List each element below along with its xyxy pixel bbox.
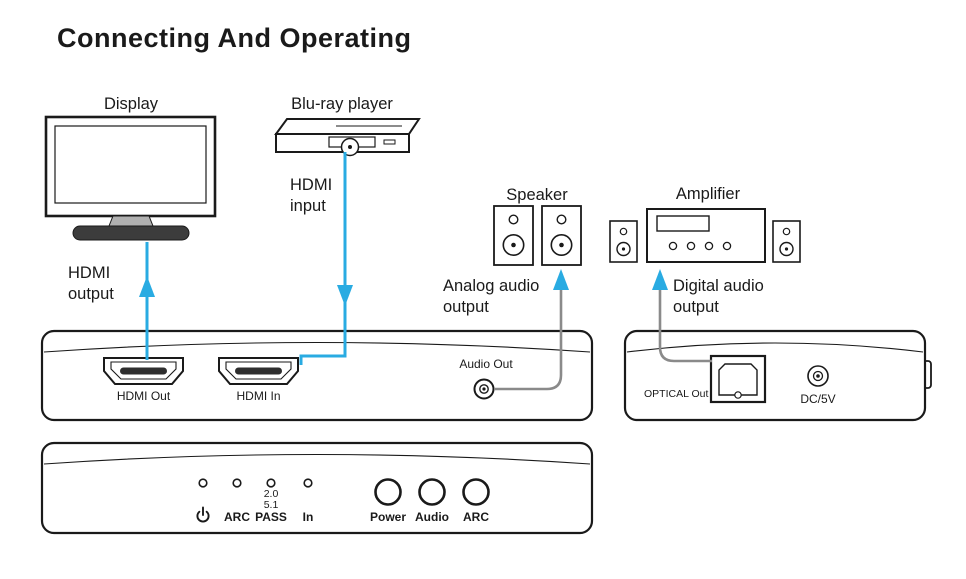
led-arc [232, 478, 242, 488]
tv-stand-neck [108, 215, 154, 227]
amp-speaker-left-tweeter [619, 227, 628, 236]
speaker-left-tweeter [508, 214, 519, 225]
bottom-panel [40, 441, 594, 535]
amp-speaker-right-tweeter [782, 227, 791, 236]
amplifier-display [656, 215, 710, 232]
bluray-buttons [383, 139, 396, 145]
back-panel-curve [626, 342, 924, 353]
amp-speaker-right-cap [784, 247, 789, 251]
optical-port-notch [734, 391, 742, 399]
display-label: Display [104, 95, 159, 113]
dc-jack-pin [816, 374, 820, 378]
hdmi-output-caption-line2: output [68, 285, 114, 303]
tv-stand-base [72, 225, 190, 241]
back-panel [623, 329, 927, 422]
bluray-disc-hub [348, 145, 352, 149]
speaker-label: Speaker [506, 186, 568, 204]
led-pass [266, 478, 276, 488]
amplifier-knob [668, 241, 678, 251]
hdmi-output-caption-line1: HDMI [68, 264, 110, 282]
page-title: Connecting And Operating [57, 23, 411, 53]
power-icon [196, 506, 210, 523]
digital-audio-arrow [652, 269, 668, 290]
led-label-in: In [303, 510, 314, 524]
digital-cable [658, 281, 712, 363]
hdmi-output-arrow [139, 276, 155, 297]
tv-screen [54, 125, 207, 204]
arc-button-label: ARC [463, 510, 489, 524]
digital-audio-caption-line2: output [673, 298, 719, 316]
hdmi-input-caption-line2: input [290, 197, 326, 215]
amplifier-knob [722, 241, 732, 251]
power-button-label: Power [370, 510, 406, 524]
speaker-left-woofer-cap [511, 242, 516, 248]
speaker-right-woofer-cap [559, 242, 564, 248]
optical-port-inner [718, 363, 758, 396]
amp-speaker-left-cap [621, 247, 626, 251]
hdmi-out-port-slot [120, 367, 167, 375]
led-label-pass: PASS [255, 510, 287, 524]
audio-button [418, 478, 446, 506]
bottom-panel-curve [43, 453, 591, 465]
digital-audio-caption-line1: Digital audio [673, 277, 764, 295]
amplifier-label: Amplifier [676, 185, 741, 203]
led-in [303, 478, 313, 488]
power-button [374, 478, 402, 506]
front-panel [40, 329, 594, 422]
speaker-right-tweeter [556, 214, 567, 225]
audio-out-label: Audio Out [459, 357, 513, 371]
pass-mode-2-0: 2.0 [264, 488, 279, 500]
hdmi-input-arrow [337, 285, 353, 306]
audio-out-jack-pin [482, 387, 486, 391]
arc-button [462, 478, 490, 506]
amplifier-knob [686, 241, 696, 251]
analog-audio-caption-line1: Analog audio [443, 277, 539, 295]
analog-cable [494, 281, 563, 391]
hdmi-in-label: HDMI In [236, 389, 280, 403]
hdmi-in-port-slot [235, 367, 282, 375]
led-power [198, 478, 208, 488]
hdmi-input-caption-line1: HDMI [290, 176, 332, 194]
pass-mode-5-1: 5.1 [264, 499, 279, 511]
bluray-label: Blu-ray player [291, 95, 393, 113]
led-label-arc: ARC [224, 510, 250, 524]
amplifier-knob [704, 241, 714, 251]
hdmi-input-cable [299, 152, 347, 365]
dc-5v-label: DC/5V [800, 392, 835, 406]
analog-audio-arrow [553, 269, 569, 290]
analog-audio-caption-line2: output [443, 298, 489, 316]
hdmi-out-label: HDMI Out [117, 389, 171, 403]
front-panel-curve [43, 341, 591, 353]
optical-out-label: OPTICAL Out [644, 388, 708, 400]
audio-button-label: Audio [415, 510, 449, 524]
